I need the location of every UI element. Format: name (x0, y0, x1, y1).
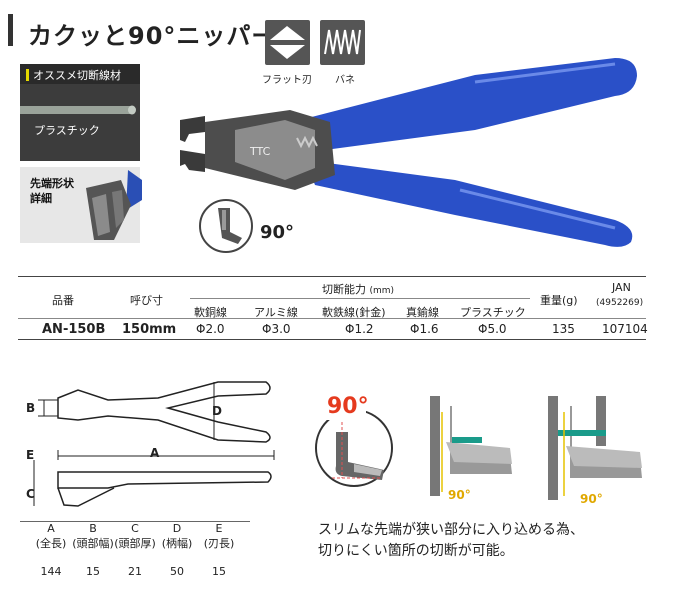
page-title: カクッと90°ニッパー (28, 22, 277, 50)
nipper-product-image: TTC (180, 58, 637, 247)
closeup-angle-label: 90° (327, 394, 369, 419)
dim-col-e-value: 15 (212, 565, 226, 578)
plastic-wire-image (20, 105, 136, 115)
spec-size-value: 150mm (122, 322, 177, 337)
dim-col-d-name: (柄幅) (161, 537, 193, 550)
dim-col-c-value: 21 (128, 565, 142, 578)
dimension-table: A (全長) 144 B (頭部幅) 15 C (頭部厚) 21 D (柄幅) 50 E (刃長) 15 (20, 522, 250, 578)
dim-label-e: E (26, 448, 35, 462)
dim-col-e-label: E (215, 522, 223, 535)
product-description: スリムな先端が狭い部分に入り込める為、 切りにくい箇所の切断が可能。 (318, 520, 584, 562)
angle-detail-circle (199, 199, 253, 253)
handle-brand-mark: TTC (249, 145, 271, 158)
spec-soft-iron-value: Φ1.2 (345, 322, 374, 336)
spec-header-jan-sub: (4952269) (596, 298, 644, 308)
dim-col-d-label: D (172, 522, 182, 535)
spec-col-soft-copper: 軟銅線 (194, 306, 227, 319)
title-accent-bar (8, 14, 13, 46)
cutting-usage-diagram-2 (548, 396, 642, 500)
spec-mid-rule (18, 318, 646, 319)
spec-subheader-rule (190, 298, 530, 299)
dim-col-d: D (柄幅) 50 (156, 522, 198, 578)
dim-col-a: A (全長) 144 (30, 522, 72, 578)
spec-header-weight: 重量(g) (540, 294, 578, 307)
dim-col-e: E (刃長) 15 (198, 522, 240, 578)
dim-label-b: B (26, 401, 36, 415)
spec-header-capacity: 切断能力 (mm) (322, 281, 394, 297)
dim-col-a-name: (全長) (35, 537, 67, 550)
spec-col-soft-iron: 軟鉄線(針金) (322, 306, 386, 319)
dim-col-c: C (頭部厚) 21 (114, 522, 156, 578)
dim-label-c: C (26, 487, 35, 501)
spec-brass-value: Φ1.6 (410, 322, 439, 336)
dim-col-e-name: (刃長) (203, 537, 235, 550)
usage-angle-label-2: 90° (580, 492, 603, 506)
dim-col-c-name: (頭部厚) (114, 537, 156, 550)
spec-model-value: AN-150B (42, 322, 106, 337)
dim-col-d-value: 50 (170, 565, 184, 578)
dim-col-a-value: 144 (40, 565, 62, 578)
usage-angle-label-1: 90° (448, 488, 471, 502)
description-line-1: スリムな先端が狭い部分に入り込める為、 (318, 522, 584, 538)
spec-header-model: 品番 (52, 294, 74, 307)
spec-header-jan: JAN (612, 281, 631, 294)
dim-table-rule (20, 521, 250, 522)
angle-closeup-diagram (315, 394, 393, 487)
angle-label: 90° (260, 222, 295, 243)
spec-col-plastic: プラスチック (460, 306, 526, 319)
dim-col-a-label: A (47, 522, 55, 535)
flat-blade-caption: フラット刃 (262, 75, 312, 86)
spec-col-aluminum: アルミ線 (254, 306, 298, 319)
dimension-drawing (33, 381, 275, 507)
tip-closeup-image (86, 170, 142, 240)
spec-weight-value: 135 (552, 322, 575, 336)
spec-header-capacity-text: 切断能力 (322, 283, 366, 296)
spec-jan-value: 107104 (602, 322, 648, 336)
spec-plastic-value: Φ5.0 (478, 322, 507, 336)
dim-col-b-name: (頭部幅) (72, 537, 114, 550)
spec-header-size: 呼び寸 (130, 294, 163, 307)
tip-detail-label-2: 詳細 (30, 192, 52, 205)
tip-detail-label-1: 先端形状 (30, 177, 74, 190)
spec-top-rule (18, 276, 646, 277)
spec-soft-copper-value: Φ2.0 (196, 322, 225, 336)
dim-col-b-value: 15 (86, 565, 100, 578)
dim-label-d: D (212, 404, 222, 418)
spec-bottom-rule (18, 339, 646, 340)
spec-header-capacity-unit: (mm) (369, 286, 395, 296)
recommend-item: プラスチック (34, 124, 100, 137)
recommend-accent (26, 69, 29, 81)
spring-caption: バネ (335, 75, 355, 86)
description-line-2: 切りにくい箇所の切断が可能。 (318, 543, 514, 559)
recommend-header: オススメ切断線材 (20, 64, 140, 84)
recommend-header-label: オススメ切断線材 (33, 69, 121, 82)
dim-col-c-label: C (131, 522, 139, 535)
spec-aluminum-value: Φ3.0 (262, 322, 291, 336)
flat-blade-icon (265, 20, 310, 65)
dim-col-b: B (頭部幅) 15 (72, 522, 114, 578)
dim-col-b-label: B (89, 522, 97, 535)
spring-icon (320, 20, 365, 65)
spec-col-brass: 真鍮線 (406, 306, 439, 319)
dim-label-a: A (150, 446, 160, 460)
cutting-usage-diagram-1 (430, 396, 512, 496)
